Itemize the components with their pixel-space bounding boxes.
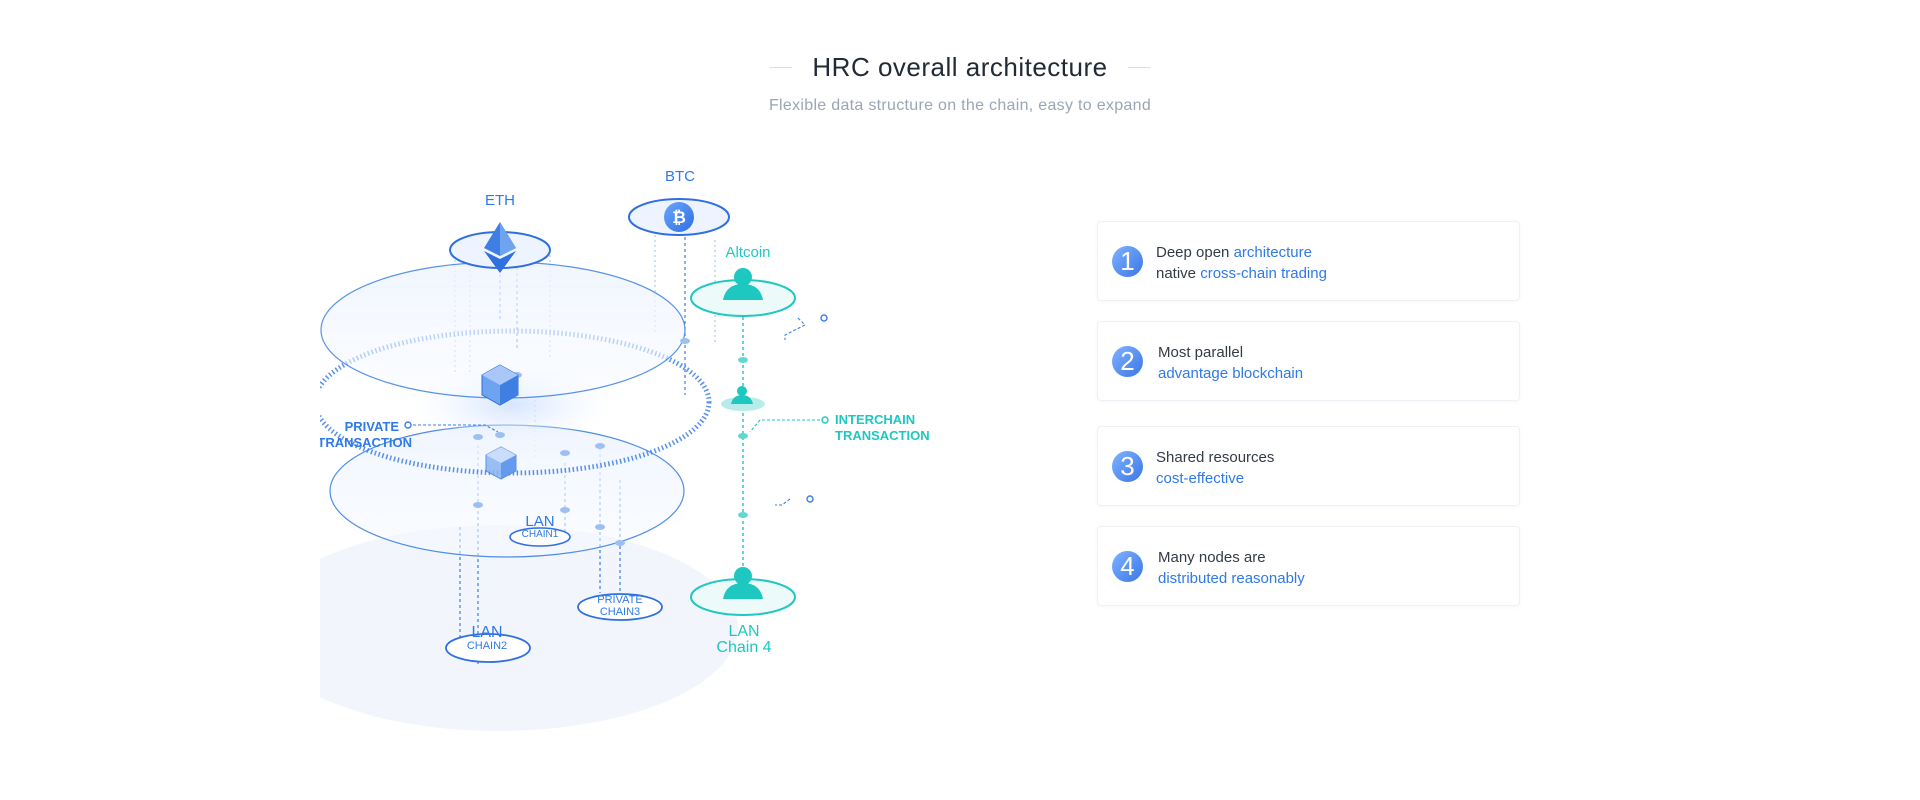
feature-text: Many nodes are distributed reasonably xyxy=(1158,547,1305,589)
feature-text: Deep open architecture native cross-chai… xyxy=(1156,242,1327,284)
feature-text: Most parallel advantage blockchain xyxy=(1158,342,1303,384)
chain1-ring xyxy=(509,527,571,547)
user-icon xyxy=(723,268,763,300)
feature-card-3: 3 Shared resources cost-effective xyxy=(1097,426,1520,506)
small-user-icon xyxy=(731,386,753,404)
chain2-ring xyxy=(445,633,531,663)
middle-ring xyxy=(320,328,712,476)
title-divider-right xyxy=(1127,67,1150,68)
interchain-transaction-label-line1: INTERCHAIN xyxy=(835,412,915,427)
feature-2-text: Most parallel xyxy=(1158,344,1244,361)
chain2-label-line2: CHAIN2 xyxy=(467,640,507,652)
callout-lines xyxy=(408,317,825,506)
cube-icon xyxy=(481,364,519,406)
cube-icon xyxy=(485,446,517,480)
private-transaction-label-line1: PRIVATE xyxy=(345,419,400,434)
chain1-label-line2: CHAIN1 xyxy=(522,529,559,540)
chain4-user-icon xyxy=(723,567,763,599)
callout-node xyxy=(821,416,829,424)
architecture-diagram: ETH ₿ BTC Altcoin LAN Chain 4 LAN CHAIN1… xyxy=(320,168,930,731)
title-divider-left xyxy=(770,67,793,68)
feature-2-accent: advantage blockchain xyxy=(1158,365,1304,382)
feature-card-2: 2 Most parallel advantage blockchain xyxy=(1097,321,1520,401)
feature-1-text2: native xyxy=(1156,265,1201,282)
feature-4-accent: distributed reasonably xyxy=(1158,570,1305,587)
btc-label: BTC xyxy=(665,168,695,185)
chain1-label-line1: LAN xyxy=(525,513,554,530)
callout-node xyxy=(404,421,412,429)
private-transaction-label-line2: TRANSACTION xyxy=(320,435,412,450)
base-shadow xyxy=(320,525,738,731)
feature-1-accent: architecture xyxy=(1233,244,1312,261)
chain2-label-line1: LAN xyxy=(471,624,502,641)
number-badge: 3 xyxy=(1112,451,1143,482)
page-subtitle: Flexible data structure on the chain, ea… xyxy=(768,97,1152,114)
feature-3-text: Shared resources xyxy=(1156,449,1275,466)
feature-card-1: 1 Deep open architecture native cross-ch… xyxy=(1097,221,1520,301)
chain3-label-line2: CHAIN3 xyxy=(600,606,640,618)
number-badge: 1 xyxy=(1112,246,1143,277)
eth-icon xyxy=(484,222,516,273)
chain4-label-line1: LAN xyxy=(728,623,759,640)
feature-4-text: Many nodes are xyxy=(1158,549,1266,566)
feature-3-accent: cost-effective xyxy=(1156,470,1245,487)
chain3-ring xyxy=(577,593,663,621)
bitcoin-symbol: ₿ xyxy=(672,208,686,227)
feature-card-4: 4 Many nodes are distributed reasonably xyxy=(1097,526,1520,606)
altcoin-label: Altcoin xyxy=(725,244,770,261)
eth-label: ETH xyxy=(485,192,515,209)
number-badge: 2 xyxy=(1112,346,1143,377)
feature-1-accent2: cross-chain trading xyxy=(1200,265,1327,282)
number-badge: 4 xyxy=(1112,551,1143,582)
node-dots xyxy=(473,338,690,546)
teal-dots xyxy=(738,357,748,518)
feature-text: Shared resources cost-effective xyxy=(1156,447,1274,489)
chain4-label-line2: Chain 4 xyxy=(716,639,771,656)
chain3-label-line1: PRIVATE xyxy=(597,594,642,606)
feature-1-text: Deep open xyxy=(1156,244,1234,261)
page-title: HRC overall architecture xyxy=(812,52,1108,82)
bitcoin-icon xyxy=(664,202,694,232)
section-header: HRC overall architecture Flexible data s… xyxy=(0,52,1920,115)
callout-node xyxy=(806,495,814,503)
title-row: HRC overall architecture xyxy=(0,52,1920,83)
callout-node xyxy=(820,314,828,322)
interchain-transaction-label-line2: TRANSACTION xyxy=(835,428,930,443)
